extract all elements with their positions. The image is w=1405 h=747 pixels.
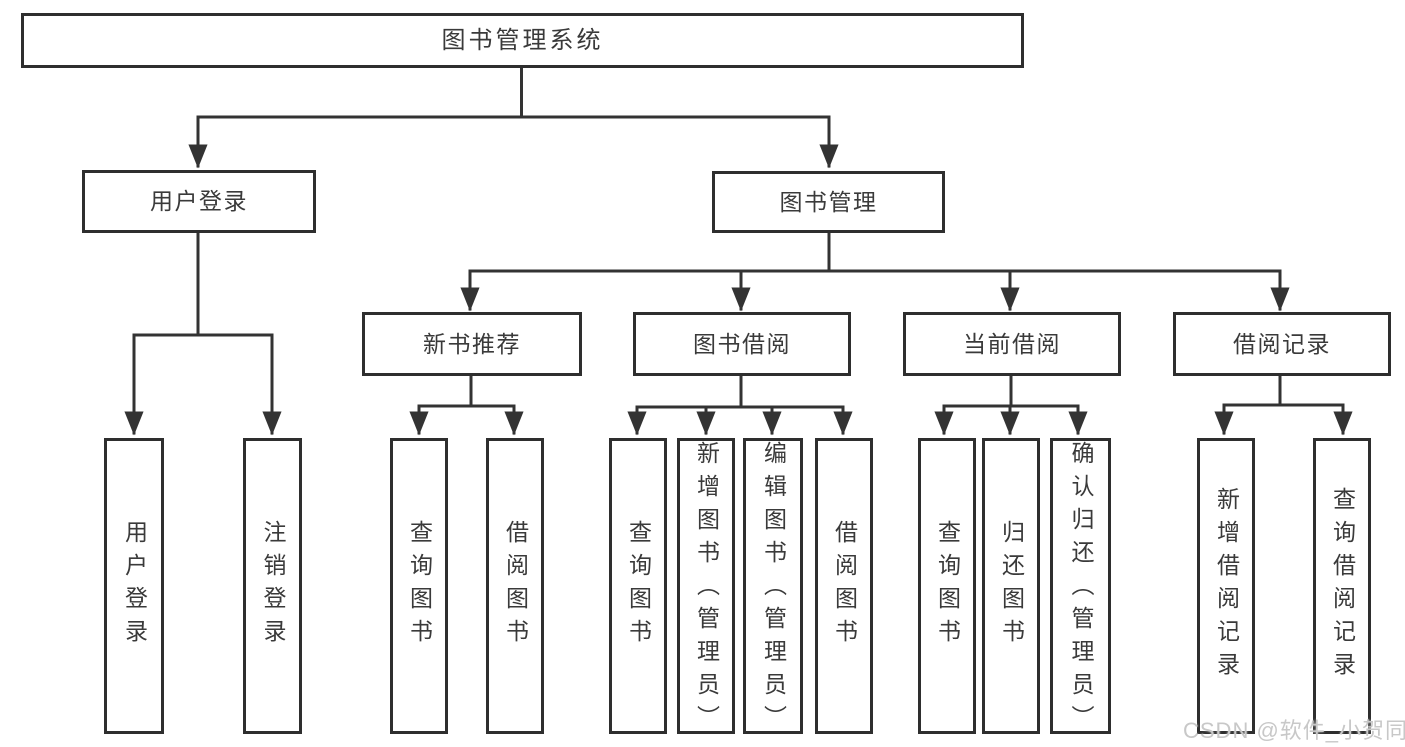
leaf-query-borrow-record-label: 查询借阅记录	[1329, 487, 1356, 685]
node-new-book-recommend-label: 新书推荐	[423, 330, 521, 357]
leaf-return-book: 归还图书	[982, 438, 1040, 734]
leaf-current-query-book: 查询图书	[918, 438, 976, 734]
leaf-user-login: 用户登录	[104, 438, 164, 734]
leaf-logout-label: 注销登录	[260, 520, 286, 652]
leaf-add-borrow-record: 新增借阅记录	[1197, 438, 1255, 734]
leaf-borrow-query-book-label: 查询图书	[625, 520, 652, 652]
leaf-recommend-query-book: 查询图书	[390, 438, 448, 734]
leaf-recommend-query-book-label: 查询图书	[406, 520, 433, 652]
node-new-book-recommend: 新书推荐	[362, 312, 582, 376]
csdn-watermark: CSDN @软件_小贺同学	[1183, 718, 1405, 743]
node-borrow-records: 借阅记录	[1173, 312, 1391, 376]
leaf-add-book-admin: 新增图书（管理员）	[677, 438, 735, 738]
leaf-current-query-book-label: 查询图书	[934, 520, 961, 652]
leaf-edit-book-admin-label: 编辑图书（管理员）	[760, 441, 787, 738]
leaf-recommend-borrow-book: 借阅图书	[486, 438, 544, 734]
leaf-logout: 注销登录	[243, 438, 302, 734]
leaf-add-book-admin-label: 新增图书（管理员）	[693, 441, 720, 738]
node-user-login-label: 用户登录	[150, 188, 248, 214]
leaf-user-login-label: 用户登录	[121, 520, 148, 652]
leaf-add-borrow-record-label: 新增借阅记录	[1213, 487, 1240, 685]
leaf-recommend-borrow-book-label: 借阅图书	[502, 520, 529, 652]
node-book-management: 图书管理	[712, 171, 945, 233]
leaf-borrow-book-label: 借阅图书	[831, 520, 858, 652]
node-borrow-records-label: 借阅记录	[1233, 330, 1331, 357]
node-user-login: 用户登录	[82, 170, 316, 233]
node-book-management-label: 图书管理	[779, 188, 878, 215]
node-current-borrow-label: 当前借阅	[963, 330, 1061, 357]
node-book-borrow: 图书借阅	[633, 312, 851, 376]
leaf-borrow-query-book: 查询图书	[609, 438, 667, 734]
node-book-borrow-label: 图书借阅	[693, 330, 791, 357]
leaf-query-borrow-record: 查询借阅记录	[1313, 438, 1371, 734]
leaf-confirm-return-admin: 确认归还（管理员）	[1050, 438, 1111, 738]
node-current-borrow: 当前借阅	[903, 312, 1121, 376]
leaf-borrow-book: 借阅图书	[815, 438, 873, 734]
leaf-edit-book-admin: 编辑图书（管理员）	[743, 438, 803, 738]
node-library-management-system: 图书管理系统	[21, 13, 1024, 68]
leaf-return-book-label: 归还图书	[998, 520, 1025, 652]
node-library-management-system-label: 图书管理系统	[441, 26, 604, 54]
leaf-confirm-return-admin-label: 确认归还（管理员）	[1068, 441, 1094, 738]
